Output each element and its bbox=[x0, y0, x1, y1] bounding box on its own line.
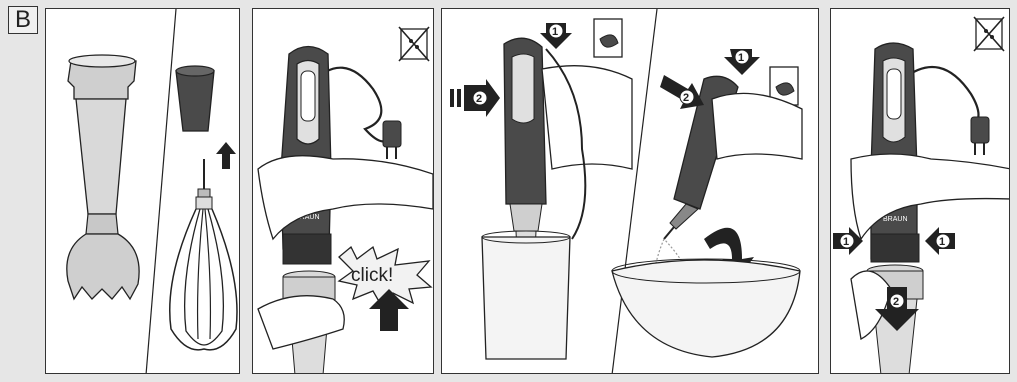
hand-drawing bbox=[712, 93, 802, 159]
whisk-icon bbox=[170, 159, 237, 350]
no-plug-icon bbox=[974, 17, 1004, 51]
step-marker-right: 1 bbox=[925, 227, 955, 255]
arrow-up-icon bbox=[216, 142, 236, 169]
bowl-icon bbox=[612, 259, 800, 357]
step-marker-side: 2 bbox=[450, 79, 500, 117]
brand-text: BRAUN bbox=[883, 216, 908, 223]
svg-text:1: 1 bbox=[843, 236, 849, 248]
blender-shaft-icon bbox=[67, 55, 139, 299]
power-plug-icon bbox=[971, 117, 989, 155]
hand-drawing bbox=[542, 66, 632, 169]
power-plug-icon bbox=[383, 121, 401, 159]
click-label: click! bbox=[351, 265, 393, 286]
step-marker-top: 1 bbox=[724, 49, 760, 75]
hand-drawing bbox=[258, 156, 433, 239]
panel-operate: 1 2 bbox=[441, 8, 819, 374]
svg-text:2: 2 bbox=[893, 296, 899, 308]
svg-text:1: 1 bbox=[552, 26, 558, 38]
attachments-drawing bbox=[46, 9, 240, 374]
svg-text:2: 2 bbox=[683, 92, 689, 104]
attach-shaft-drawing: BRAUN click! bbox=[253, 9, 434, 374]
lower-hand-drawing bbox=[258, 296, 344, 349]
whisk-gear-cup-icon bbox=[176, 66, 214, 131]
divider-line bbox=[146, 9, 176, 374]
step-marker-top: 1 bbox=[540, 23, 572, 49]
panel-attachments bbox=[45, 8, 240, 374]
no-plug-icon bbox=[399, 27, 429, 61]
panel-attach-shaft: BRAUN click! bbox=[252, 8, 434, 374]
detach-drawing: BRAUN 1 1 2 bbox=[831, 9, 1010, 374]
svg-text:1: 1 bbox=[738, 52, 744, 64]
beaker-icon bbox=[482, 231, 570, 359]
step-marker-side: 2 bbox=[660, 75, 704, 109]
power-socket-icon bbox=[594, 19, 622, 57]
svg-text:2: 2 bbox=[476, 93, 482, 105]
operate-drawing: 1 2 bbox=[442, 9, 819, 374]
panel-detach: BRAUN 1 1 2 bbox=[830, 8, 1010, 374]
section-label: B bbox=[8, 6, 38, 34]
svg-text:1: 1 bbox=[939, 236, 945, 248]
motor-body-icon: BRAUN bbox=[871, 43, 919, 262]
